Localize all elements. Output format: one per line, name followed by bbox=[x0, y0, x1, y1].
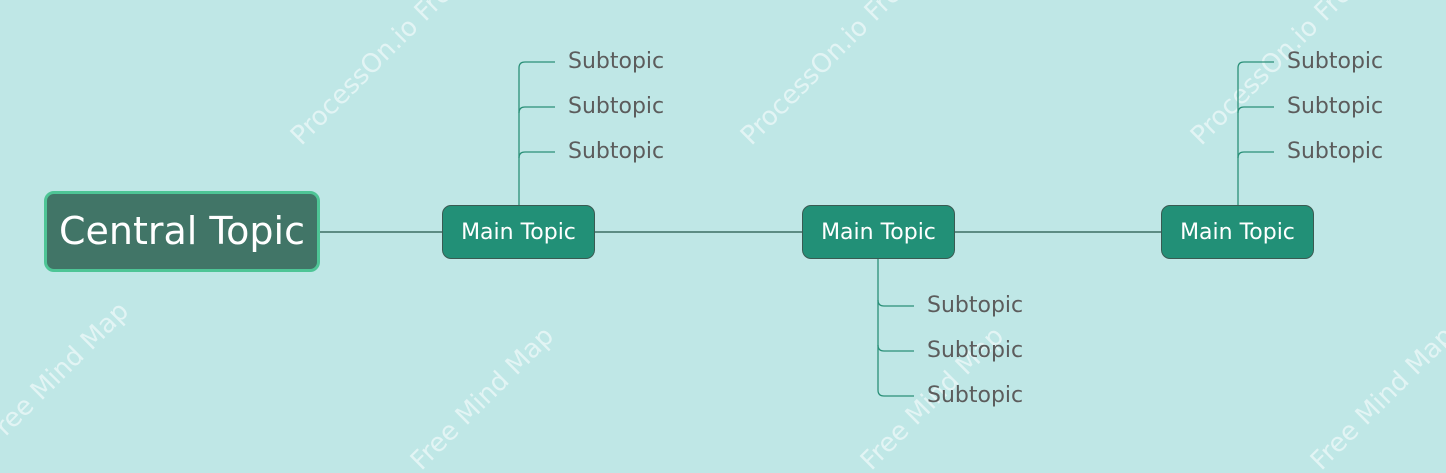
main-topic-2[interactable]: Main Topic bbox=[802, 205, 955, 259]
branch-3-subtopic-links bbox=[1237, 61, 1274, 205]
subtopic[interactable]: Subtopic bbox=[927, 383, 1024, 408]
subtopic-link bbox=[1237, 106, 1274, 114]
main-topic-label: Main Topic bbox=[821, 219, 936, 245]
branch-1-subtopic-links bbox=[518, 61, 555, 205]
subtopic-link bbox=[877, 299, 914, 307]
subtopic[interactable]: Subtopic bbox=[1287, 49, 1384, 74]
subtopic-link bbox=[518, 151, 555, 159]
subtopic[interactable]: Subtopic bbox=[568, 49, 665, 74]
subtopic-link bbox=[518, 106, 555, 114]
central-topic[interactable]: Central Topic bbox=[44, 191, 320, 272]
subtopic[interactable]: Subtopic bbox=[568, 139, 665, 164]
central-topic-label: Central Topic bbox=[58, 208, 306, 253]
subtopic-link bbox=[877, 344, 914, 352]
subtopic[interactable]: Subtopic bbox=[927, 338, 1024, 363]
subtopic[interactable]: Subtopic bbox=[1287, 94, 1384, 119]
subtopic-link bbox=[877, 259, 914, 397]
main-topic-label: Main Topic bbox=[1180, 219, 1295, 245]
main-topic-label: Main Topic bbox=[461, 219, 576, 245]
subtopic-link bbox=[1237, 61, 1274, 205]
subtopic-link bbox=[518, 61, 555, 205]
subtopic[interactable]: Subtopic bbox=[568, 94, 665, 119]
subtopic[interactable]: Subtopic bbox=[1287, 139, 1384, 164]
main-topic-3[interactable]: Main Topic bbox=[1161, 205, 1314, 259]
main-topic-1[interactable]: Main Topic bbox=[442, 205, 595, 259]
subtopic[interactable]: Subtopic bbox=[927, 293, 1024, 318]
subtopic-link bbox=[1237, 151, 1274, 159]
branch-2-subtopic-links bbox=[877, 259, 914, 397]
